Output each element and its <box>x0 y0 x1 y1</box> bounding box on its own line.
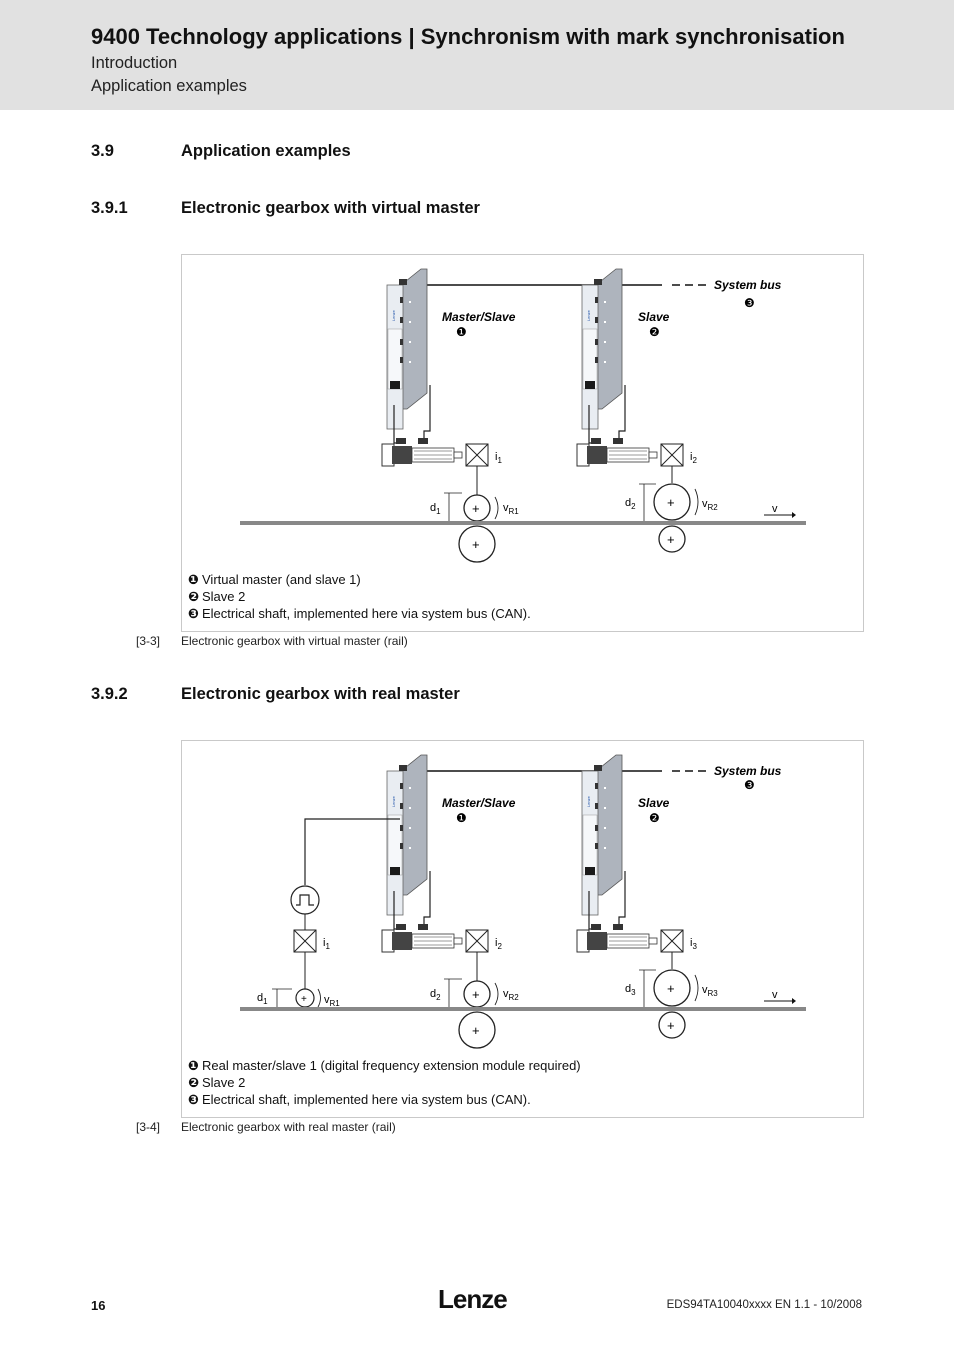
master-slave-label: Master/Slave <box>442 310 516 324</box>
servo-drive-master <box>386 268 428 430</box>
encoder-cable <box>304 818 400 885</box>
svg-text:+: + <box>472 1023 480 1038</box>
svg-text:+: + <box>472 501 480 516</box>
label-d1: d1 <box>257 992 268 1006</box>
counter-roller-3 <box>658 1011 686 1039</box>
label-vr2: vR2 <box>702 498 718 512</box>
servo-drive-slave <box>581 754 623 916</box>
label-vr1: vR1 <box>503 502 519 516</box>
svg-text:+: + <box>667 495 675 510</box>
slave-label: Slave <box>638 796 670 810</box>
figure-number: [3-4] <box>136 1120 161 1134</box>
header-chapter: Introduction <box>91 54 178 72</box>
section-heading-3-9-1: 3.9.1 Electronic gearbox with virtual mas… <box>91 199 480 218</box>
roller-2 <box>653 483 691 521</box>
counter-roller-2 <box>458 1011 496 1049</box>
label-vr3: vR3 <box>702 984 718 998</box>
svg-text:+: + <box>301 994 307 1005</box>
marker-2: ❷ <box>649 811 660 825</box>
marker-2: ❷ <box>649 325 660 339</box>
figure-caption: Electronic gearbox with real master (rai… <box>181 1120 396 1134</box>
figure-virtual-master: Lenze System bus ❸ <box>181 254 864 632</box>
header-section: Application examples <box>91 77 247 95</box>
master-slave-label: Master/Slave <box>442 796 516 810</box>
label-vr1: vR1 <box>324 994 340 1008</box>
section-number: 3.9.2 <box>91 685 128 703</box>
slave-label: Slave <box>638 310 670 324</box>
system-bus-label: System bus <box>714 278 782 292</box>
gearbox-2 <box>660 443 684 467</box>
label-i3: i3 <box>690 937 697 951</box>
section-title: Electronic gearbox with real master <box>181 685 460 703</box>
svg-text:+: + <box>667 532 675 547</box>
diagram-virtual-master: Lenze System bus ❸ <box>240 268 806 563</box>
label-d3: d3 <box>625 983 636 997</box>
servo-drive-master <box>386 754 428 916</box>
label-d2: d2 <box>430 988 441 1002</box>
marker-3: ❸ <box>744 296 755 310</box>
figure-real-master: System bus ❸ Master/Slave ❶ Slave ❷ i1 +… <box>181 740 864 1118</box>
svg-text:+: + <box>667 981 675 996</box>
label-i1: i1 <box>495 451 502 465</box>
gearbox-3 <box>660 929 684 953</box>
roller-3 <box>653 969 691 1007</box>
svg-text:Lenze: Lenze <box>438 1284 507 1314</box>
label-i2: i2 <box>495 937 502 951</box>
gearbox-2 <box>465 929 489 953</box>
counter-roller-2 <box>658 525 686 553</box>
document-id: EDS94TA10040xxxx EN 1.1 - 10/2008 <box>666 1299 862 1311</box>
label-v: v <box>772 503 778 515</box>
svg-text:+: + <box>472 987 480 1002</box>
servo-drive-slave <box>581 268 623 430</box>
label-i1: i1 <box>323 937 330 951</box>
label-vr2: vR2 <box>503 988 519 1002</box>
section-number: 3.9 <box>91 142 114 160</box>
section-title: Application examples <box>181 142 351 160</box>
label-i2: i2 <box>690 451 697 465</box>
system-bus-label: System bus <box>714 764 782 778</box>
diagram-real-master: System bus ❸ Master/Slave ❶ Slave ❷ i1 +… <box>240 754 806 1049</box>
label-d1: d1 <box>430 502 441 516</box>
section-number: 3.9.1 <box>91 199 128 217</box>
counter-roller-1 <box>458 525 496 563</box>
figure-number: [3-3] <box>136 634 161 648</box>
marker-1: ❶ <box>456 325 467 339</box>
marker-1: ❶ <box>456 811 467 825</box>
encoder-icon <box>290 885 320 915</box>
marker-3: ❸ <box>744 778 755 792</box>
section-title: Electronic gearbox with virtual master <box>181 199 480 217</box>
page-header: 9400 Technology applications | Synchroni… <box>0 0 954 110</box>
page-number: 16 <box>91 1298 106 1313</box>
lenze-logo: Lenze <box>438 1284 508 1314</box>
document-title: 9400 Technology applications | Synchroni… <box>91 24 845 49</box>
svg-text:+: + <box>472 537 480 552</box>
gearbox-1 <box>465 443 489 467</box>
figure-caption: Electronic gearbox with virtual master (… <box>181 634 408 648</box>
section-heading-3-9-2: 3.9.2 Electronic gearbox with real master <box>91 685 460 704</box>
section-heading-3-9: 3.9 Application examples <box>91 142 351 161</box>
svg-text:+: + <box>667 1018 675 1033</box>
gearbox-master <box>293 929 317 953</box>
label-d2: d2 <box>625 497 636 511</box>
label-v: v <box>772 989 778 1001</box>
